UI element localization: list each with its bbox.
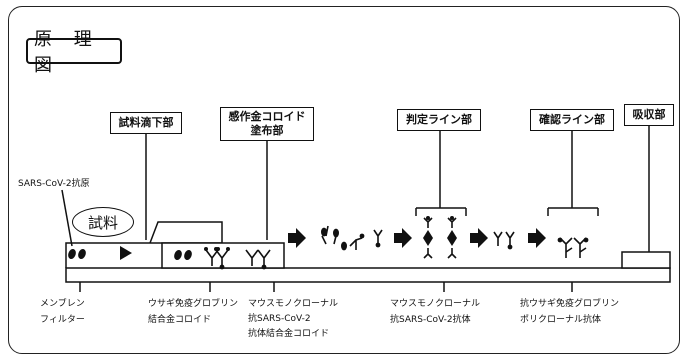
anti-rabbit-label-2: ポリクローナル抗体 <box>520 315 602 325</box>
rabbit-igg-label: ウサギ免疫グロブリン 結合金コロイド <box>148 298 238 326</box>
rabbit-igg-label-2: 結合金コロイド <box>148 315 212 325</box>
absorbent-label: 吸収部 <box>632 108 666 121</box>
absorbent-pad <box>621 251 671 269</box>
control-line-label: 確認ライン部 <box>539 113 605 126</box>
membrane-label: メンブレン フィルター <box>40 298 85 326</box>
sample-ellipse: 試料 <box>72 207 134 237</box>
membrane-label-1: メンブレン <box>40 299 85 309</box>
sample-drop-box: 試料滴下部 <box>110 112 182 134</box>
sample-label: 試料 <box>87 213 118 232</box>
mouse-mab-gold-label-2: 抗SARS-CoV-2 <box>248 314 311 324</box>
test-line-label: 判定ライン部 <box>406 113 472 126</box>
rabbit-igg-label-1: ウサギ免疫グロブリン <box>148 299 239 309</box>
mouse-mab-gold-label: マウスモノクローナル 抗SARS-CoV-2 抗体結合金コロイド <box>248 298 338 340</box>
diagram-frame <box>8 6 680 354</box>
mouse-mab-label-2: 抗SARS-CoV-2抗体 <box>390 315 471 325</box>
colloid-pad-label-2: 塗布部 <box>250 124 284 137</box>
membrane-strip <box>65 267 671 283</box>
mouse-mab-label-1: マウスモノクローナル <box>390 299 481 309</box>
control-line-box: 確認ライン部 <box>530 109 614 131</box>
mouse-mab-gold-label-1: マウスモノクローナル <box>248 299 339 309</box>
anti-rabbit-label-1: 抗ウサギ免疫グロブリン <box>520 299 620 309</box>
colloid-pad-box: 感作金コロイド 塗布部 <box>220 107 314 141</box>
diagram-title: 原 理 図 <box>26 29 122 76</box>
test-line-box: 判定ライン部 <box>397 109 481 131</box>
mouse-mab-gold-label-3: 抗体結合金コロイド <box>248 329 330 339</box>
membrane-label-2: フィルター <box>40 315 85 325</box>
anti-rabbit-label: 抗ウサギ免疫グロブリン ポリクローナル抗体 <box>520 298 619 326</box>
antigen-label: SARS-CoV-2抗原 <box>18 179 90 189</box>
mouse-mab-label: マウスモノクローナル 抗SARS-CoV-2抗体 <box>390 298 480 326</box>
colloid-pad-label-1: 感作金コロイド <box>228 110 306 123</box>
absorbent-box: 吸収部 <box>624 104 674 126</box>
sample-drop-label: 試料滴下部 <box>118 116 174 129</box>
